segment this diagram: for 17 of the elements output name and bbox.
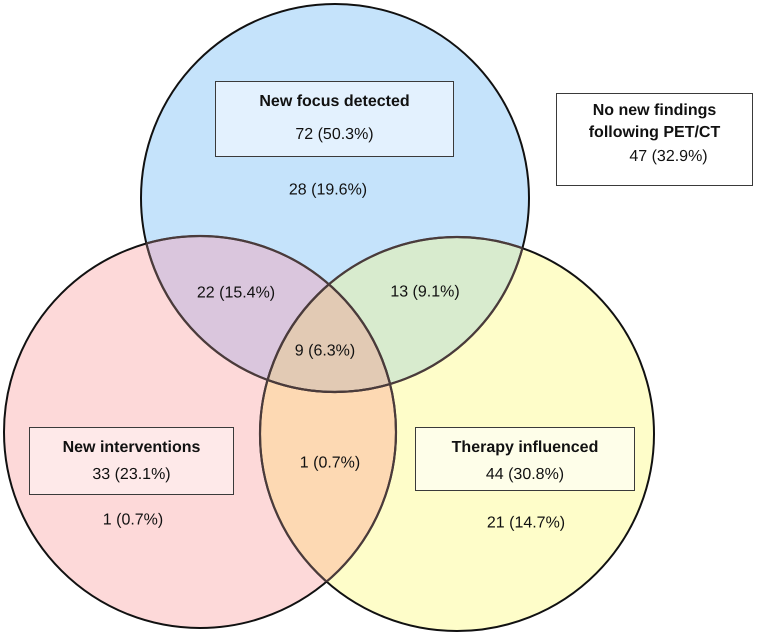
region-count: 22 (15.4%) xyxy=(196,284,276,302)
region-count: 1 (0.7%) xyxy=(300,454,360,472)
category-title: Therapy influenced xyxy=(452,438,598,458)
count-text: 47 (32.9%) xyxy=(629,147,708,167)
region-count: 13 (9.1%) xyxy=(390,282,460,302)
category-box xyxy=(215,81,454,157)
category-title: No new findings following PET/CT xyxy=(588,101,722,143)
region-count: 1 (0.7%) xyxy=(102,510,164,530)
category-title: New interventions xyxy=(62,438,200,458)
category-title: New focus detected xyxy=(259,92,410,112)
count-text: 44 (30.8%) xyxy=(486,465,564,485)
count-text: 33 (23.1%) xyxy=(92,465,171,485)
category-box xyxy=(556,93,753,186)
count-text: 72 (50.3%) xyxy=(295,125,374,145)
region-count: 21 (14.7%) xyxy=(486,514,566,532)
region-count: 28 (19.6%) xyxy=(288,180,368,200)
region-count: 9 (6.3%) xyxy=(294,342,356,360)
